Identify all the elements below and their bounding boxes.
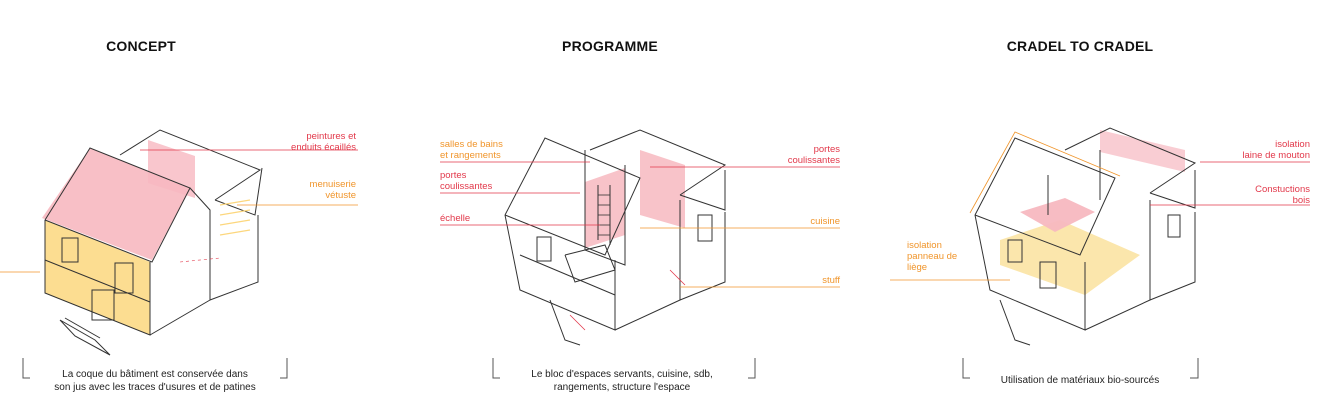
panel-concept: CONCEPT [0, 0, 440, 402]
panel-title: CRADEL TO CRADEL [1006, 38, 1154, 54]
panel-title: CONCEPT [106, 38, 176, 54]
panel-title: PROGRAMME [562, 38, 658, 54]
house-diagram-cradel [890, 127, 1310, 379]
label-portes-left: portes coulissantes [440, 170, 493, 192]
label-constructions: Constuctions bois [1255, 184, 1310, 206]
panel-programme: PROGRAMME [440, 0, 880, 402]
label-peintures: peintures et enduits écaillés [291, 131, 356, 153]
house-diagram-concept [0, 129, 358, 379]
label-stuff: stuff [822, 275, 840, 286]
house-diagram-programme [440, 129, 840, 379]
yellow-facade [45, 220, 150, 335]
label-echelle: échelle [440, 213, 471, 224]
label-portes-right: portes coulissantes [787, 144, 840, 166]
pink-wall [148, 140, 195, 198]
label-menuiserie: menuiserie vétuste [309, 179, 356, 201]
yellow-slab [1000, 220, 1140, 295]
pink-insulation [1100, 130, 1185, 172]
label-salles: salles de bains et rangements [440, 139, 503, 161]
pink-block [585, 168, 625, 248]
pink-block [1020, 198, 1095, 232]
panel-cradel: CRADEL TO CRADEL [890, 0, 1330, 402]
caption-cradel: Utilisation de matériaux bio-sourcés [1000, 375, 1160, 386]
label-isolation-liege: isolation panneau de liège [907, 240, 958, 273]
caption-concept: La coque du bâtiment est conservée dans … [54, 369, 256, 393]
pink-block-side [640, 150, 685, 228]
label-isolation-mouton: isolation laine de mouton [1242, 139, 1310, 161]
label-cuisine: cuisine [810, 216, 840, 227]
caption-programme: Le bloc d'espaces servants, cuisine, sdb… [531, 369, 713, 393]
